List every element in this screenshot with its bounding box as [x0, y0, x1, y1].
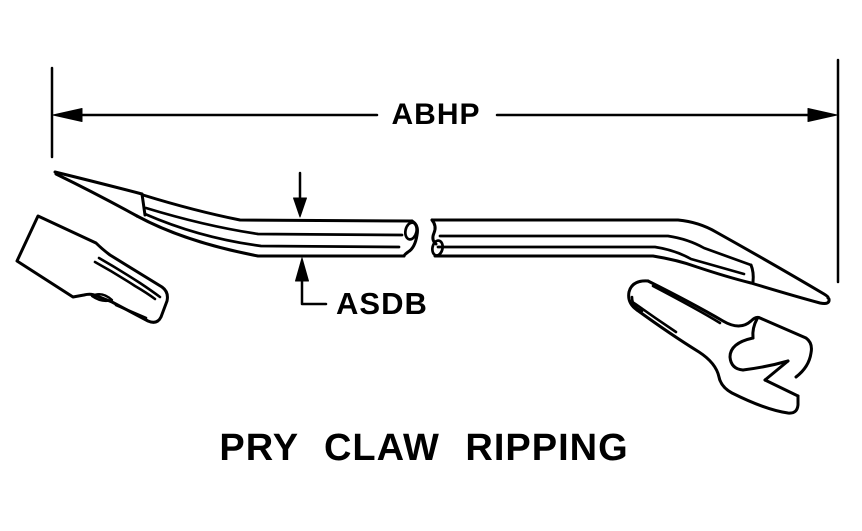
claw-cap-inner-line [630, 295, 644, 313]
claw-top-edge [646, 279, 813, 379]
chisel-bevel-line-1 [97, 256, 162, 299]
chisel-edge-highlight [90, 293, 114, 303]
abhp-dimension [50, 58, 840, 284]
pry-bar-left-half [53, 170, 419, 258]
chisel-end-detail [15, 214, 169, 324]
claw-slot-edge-lower [741, 359, 790, 372]
claw-lower-prong-inner-edge [763, 378, 800, 398]
claw-cap-outline [627, 279, 650, 312]
claw-notch-zig [763, 359, 790, 382]
asdb-leader-line [300, 278, 328, 306]
chisel-outline [15, 214, 169, 324]
claw-end-detail [627, 279, 813, 415]
blade-top-edge [53, 170, 144, 196]
shaft-inner-line-1 [438, 234, 753, 267]
arrowhead-right [807, 108, 838, 122]
diagram-caption: PRY CLAW RIPPING [219, 427, 629, 469]
blade-end-facet [140, 192, 147, 217]
arrowhead-left [52, 108, 83, 122]
dimension-label-abhp: ABHP [391, 98, 481, 131]
arrowhead-down [293, 197, 307, 218]
shaft-inner-line-1 [144, 206, 404, 237]
shaft-bottom-edge [433, 254, 831, 305]
claw-tip-facet [749, 263, 755, 284]
break-end-oval [403, 221, 419, 241]
shaft-top-edge [430, 218, 830, 300]
shaft-inner-line-2 [143, 212, 401, 249]
arrowhead-up [295, 257, 309, 282]
dimension-label-asdb: ASDB [336, 286, 428, 321]
shaft-inner-line-2 [436, 245, 746, 276]
shaft-top-edge [141, 193, 414, 223]
claw-slot-arc [728, 336, 755, 372]
asdb-dimension [293, 171, 328, 306]
break-squiggle [430, 218, 438, 246]
claw-lower-inner-line [632, 301, 678, 334]
claw-lower-outline [635, 308, 800, 415]
blade-bottom-edge [54, 172, 139, 218]
chisel-bottom-inner-line [114, 303, 148, 320]
chisel-bevel-line-2 [93, 260, 157, 301]
pry-bar-right-half [430, 218, 831, 305]
claw-slot-edge-upper [751, 317, 759, 340]
claw-top-inner-line [651, 284, 722, 325]
shaft-bottom-edge [135, 214, 406, 258]
